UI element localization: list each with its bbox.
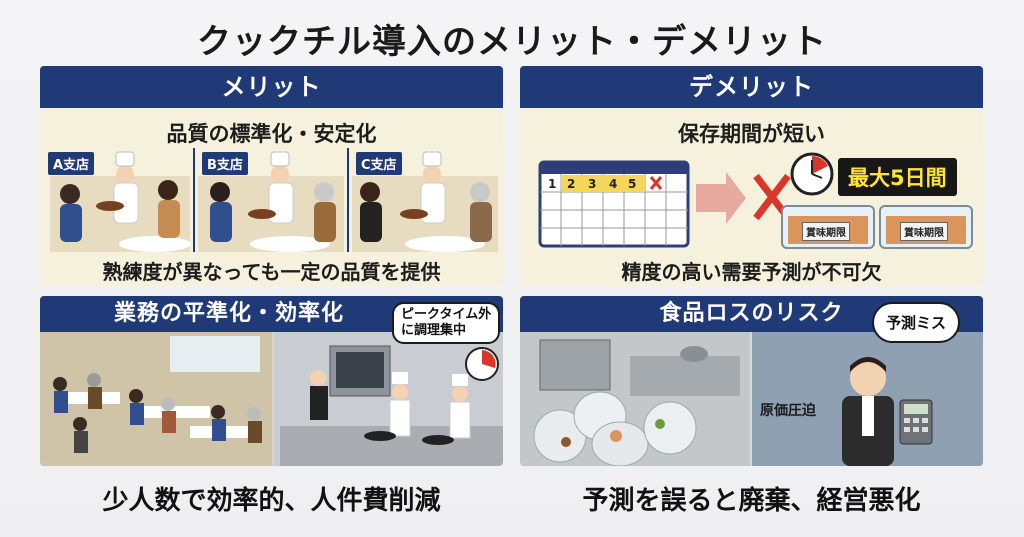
demerit-caption: 精度の高い需要予測が不可欠 — [621, 260, 882, 284]
branch-a-tag: A支店 — [48, 152, 95, 175]
efficiency-illustration — [40, 332, 503, 466]
branch-b-scene — [198, 151, 344, 252]
manager-figure — [842, 357, 894, 466]
calendar-day-5: 5 — [628, 177, 636, 191]
calendar-day-4: 4 — [609, 177, 617, 191]
branch-c-scene — [352, 151, 498, 252]
expiry-label-1: 賞味期限 — [802, 222, 850, 241]
demerit-subtitle: 保存期間が短い — [678, 122, 825, 146]
branch-a-scene — [50, 151, 191, 252]
food-loss-illustration — [520, 332, 983, 466]
peak-time-callout: ピークタイム外 に調理集中 — [392, 302, 501, 344]
branch-c-tag: C支店 — [356, 152, 402, 175]
food-loss-caption: 予測を誤ると廃棄、経営悪化 — [582, 486, 921, 516]
timer-icon — [465, 347, 499, 381]
calculator-icon — [899, 399, 933, 445]
cost-pressure-label: 原価圧迫 — [760, 403, 816, 419]
calendar-day-1: 1 — [548, 177, 556, 191]
demerit-header: デメリット — [520, 66, 983, 108]
calendar-day-3: 3 — [588, 177, 596, 191]
food-loss-panel: 食品ロスのリスク — [520, 296, 983, 466]
efficiency-panel: 業務の平準化・効率化 — [40, 296, 503, 466]
calendar-days: 1 2 3 4 5 — [548, 177, 636, 191]
calendar-day-2: 2 — [567, 177, 575, 191]
branch-b-tag: B支店 — [202, 152, 248, 175]
garbage-bags-icon — [533, 391, 697, 466]
merit-caption: 熟練度が異なっても一定の品質を提供 — [102, 260, 441, 284]
merit-illustration — [50, 148, 498, 252]
merit-subtitle: 品質の標準化・安定化 — [166, 122, 377, 146]
page-title: クックチル導入のメリット・デメリット — [197, 22, 827, 62]
demerit-panel: デメリット 保存期間が短い — [520, 66, 983, 286]
merit-header: メリット — [40, 66, 503, 108]
merit-panel: メリット 品質の標準化・安定化 — [40, 66, 503, 286]
max-days-badge: 最大5日間 — [838, 158, 957, 196]
efficiency-caption: 少人数で効率的、人件費削減 — [102, 486, 441, 516]
calendar-icon — [538, 160, 690, 248]
arrow-icon — [696, 172, 746, 224]
expiry-label-2: 賞味期限 — [900, 222, 948, 241]
efficiency-header-text: 業務の平準化・効率化 — [114, 301, 345, 326]
prediction-error-bubble: 予測ミス — [872, 302, 961, 343]
clock-icon — [790, 152, 834, 196]
